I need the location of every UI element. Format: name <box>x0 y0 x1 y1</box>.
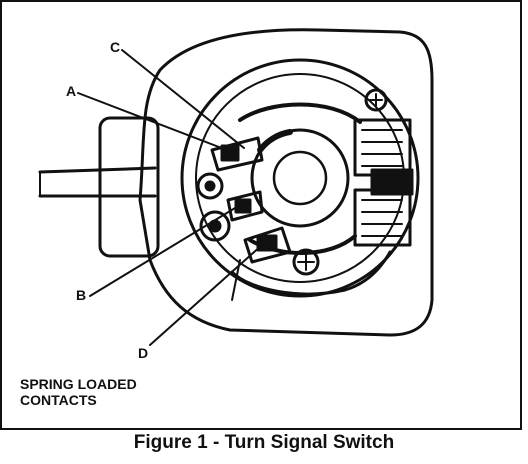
column-collar <box>98 116 160 258</box>
contact-d-lever <box>243 226 292 264</box>
lower-left-screw <box>199 210 231 242</box>
leader-c <box>121 49 245 149</box>
steering-column <box>38 166 157 198</box>
upper-left-screw <box>196 172 224 200</box>
switch-housing <box>138 28 434 337</box>
spring-loaded-contacts-note: SPRING LOADED CONTACTS <box>20 376 137 408</box>
switch-body <box>180 58 420 298</box>
leader-a <box>77 92 233 153</box>
note-line-2: CONTACTS <box>20 392 97 408</box>
upper-right-screw <box>364 88 388 112</box>
bottom-screw <box>292 248 320 276</box>
center-hub <box>250 128 350 228</box>
callout-d: D <box>138 345 148 361</box>
figure-border <box>0 0 522 430</box>
contact-b <box>226 190 264 222</box>
figure-caption: Figure 1 - Turn Signal Switch <box>133 432 395 453</box>
callout-a: A <box>66 83 76 99</box>
callout-c: C <box>110 39 120 55</box>
leader-d <box>149 244 263 346</box>
center-terminal <box>370 168 414 196</box>
note-line-1: SPRING LOADED <box>20 376 137 392</box>
callout-b: B <box>76 287 86 303</box>
leader-b <box>89 204 241 297</box>
contact-a <box>210 136 264 172</box>
